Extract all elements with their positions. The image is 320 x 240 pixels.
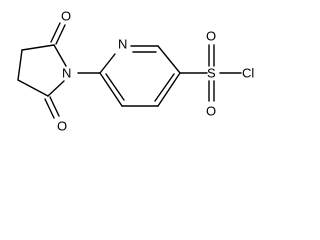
bond-c-n-bottom	[47, 80, 65, 97]
atom-sulfur: S	[207, 65, 216, 80]
bond-carbonyl-bottom-b	[44, 98, 55, 119]
atom-o-top: O	[61, 8, 71, 23]
bond-ch2-ch2	[17, 49, 23, 81]
bond-carbonyl-top-a	[55, 24, 66, 45]
atom-n-pyridine: N	[118, 36, 127, 51]
atom-o-sulfonyl-bottom: O	[206, 103, 216, 118]
bond-carbonyl-top-b	[50, 22, 61, 43]
bond-c-c-bottom-outer	[17, 79, 49, 97]
pyridine-ring	[99, 45, 181, 107]
atom-o-bottom: O	[57, 118, 67, 133]
succinimide-ring	[17, 22, 67, 119]
atom-o-sulfonyl-top: O	[206, 28, 216, 43]
bond-c3-c2	[99, 72, 123, 107]
atom-n-imide: N	[62, 65, 71, 80]
bond-inner-c5-c4	[154, 73, 175, 102]
atom-chlorine: Cl	[242, 65, 254, 80]
chemical-structure-diagram: O O N N S O O Cl	[17, 8, 254, 133]
bond-n-c-top	[53, 44, 67, 67]
bond-c6-c5	[157, 45, 181, 74]
bond-carbonyl-bottom-a	[49, 96, 60, 117]
sulfonyl-chloride	[208, 44, 242, 102]
bond-inner-c3-c2	[105, 73, 125, 101]
bond-c5-c4	[157, 72, 181, 107]
bond-c2-n	[99, 53, 116, 74]
bond-c-c-top-outer	[21, 44, 55, 51]
